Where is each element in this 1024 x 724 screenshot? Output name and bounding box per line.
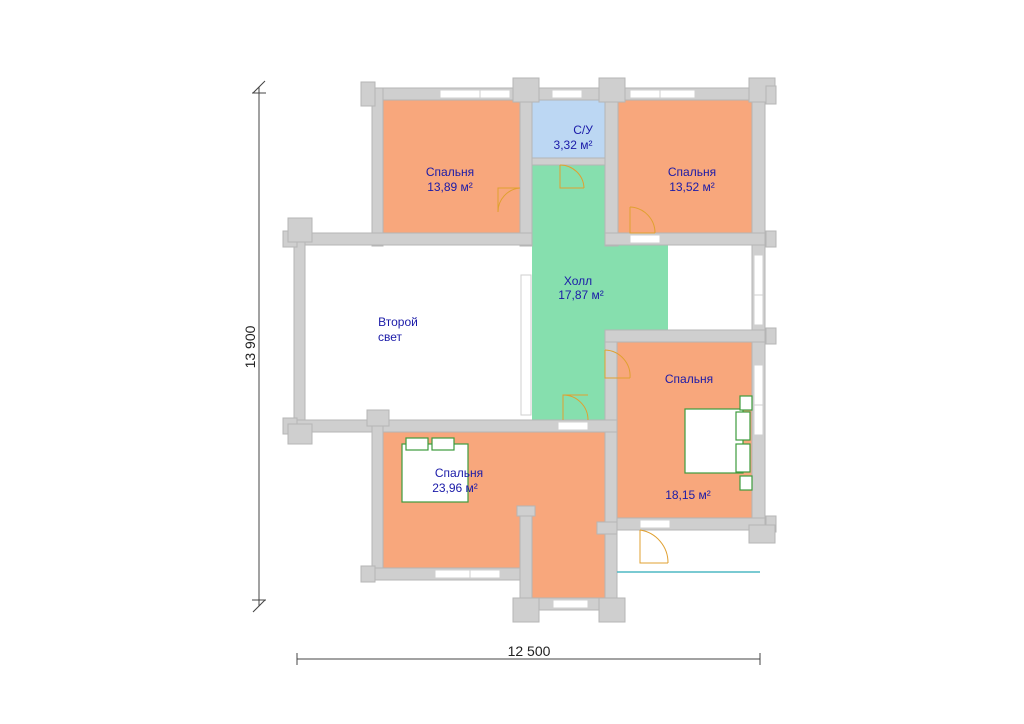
room-bedroom-bottom-ext — [532, 510, 605, 598]
room-bedroom-top-left — [383, 100, 520, 233]
beds — [401, 395, 753, 503]
dimension-height-label: 13 900 — [242, 325, 258, 368]
room-bathroom — [532, 100, 605, 158]
label-bedroom-right-name: Спальня — [665, 372, 713, 386]
label-bedroom-right-area: 18,15 м² — [665, 488, 711, 502]
dimension-width — [296, 653, 761, 665]
log-ends — [282, 77, 777, 623]
doors — [497, 164, 760, 573]
label-bedroom-top-left-area: 13,89 м² — [427, 180, 473, 194]
label-bedroom-bottom-name: Спальня — [435, 466, 483, 480]
label-bathroom-name: С/У — [573, 123, 593, 137]
label-bedroom-top-right-area: 13,52 м² — [669, 180, 715, 194]
dimension-width-label: 12 500 — [508, 643, 551, 659]
label-hall-area: 17,87 м² — [558, 288, 604, 302]
label-bedroom-top-right-name: Спальня — [668, 165, 716, 179]
room-bedroom-top-right — [618, 100, 752, 233]
label-hall-name: Холл — [564, 274, 592, 288]
label-bathroom-area: 3,32 м² — [554, 138, 593, 152]
label-second-light-line2: свет — [378, 330, 403, 344]
dimension-height — [252, 80, 266, 613]
label-bedroom-bottom-area: 23,96 м² — [432, 481, 478, 495]
label-bedroom-top-left-name: Спальня — [426, 165, 474, 179]
windows — [434, 89, 764, 609]
label-second-light-line1: Второй — [378, 315, 418, 329]
room-hall — [532, 165, 668, 420]
room-second-light — [305, 245, 519, 420]
